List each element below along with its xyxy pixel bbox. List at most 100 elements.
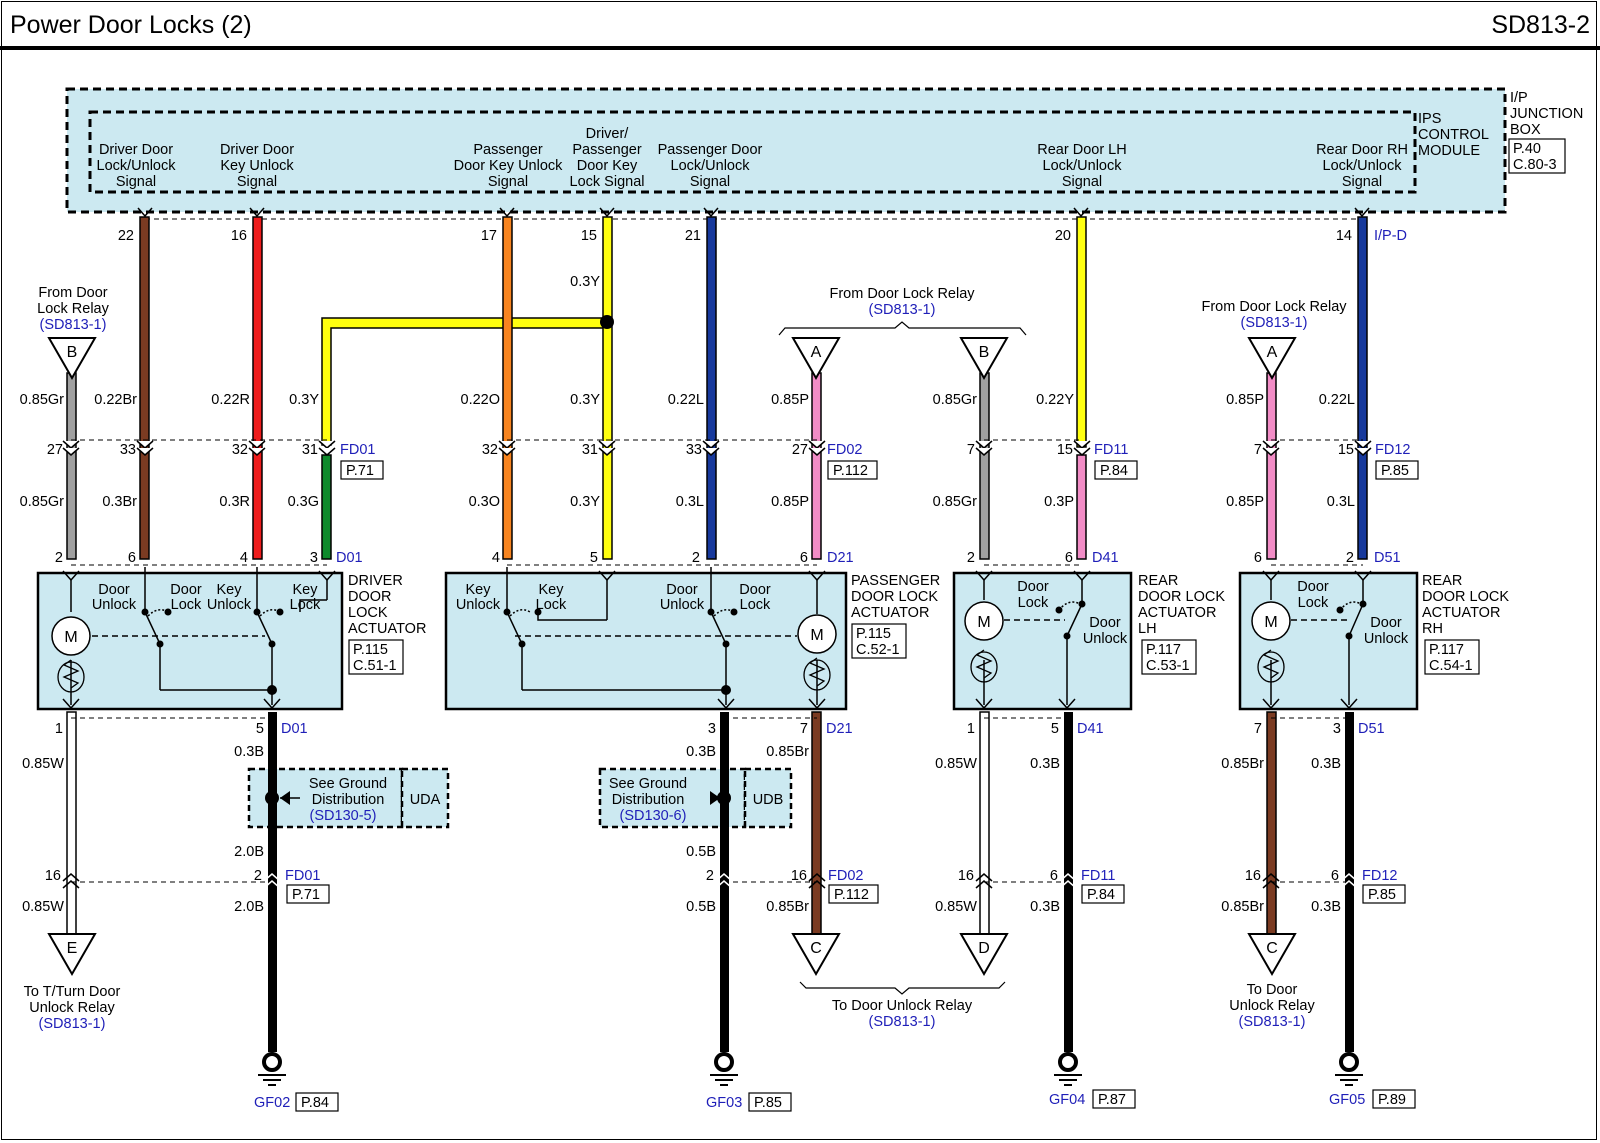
pin-number: 7	[1254, 442, 1262, 458]
svg-text:C.54-1: C.54-1	[1429, 658, 1473, 674]
wire-size: 0.3L	[676, 494, 704, 510]
page-title: Power Door Locks (2)	[10, 11, 252, 39]
motor-icon: M	[51, 616, 91, 693]
wire-yellow-branch	[321, 317, 611, 446]
ground-dist-code: UDB	[753, 792, 784, 808]
wire-blue-right	[1357, 216, 1368, 560]
wire-size: 0.3Y	[570, 392, 600, 408]
pin-number: 3	[310, 550, 318, 566]
wire-pink-rear	[1076, 454, 1087, 560]
from-relay-right-ref: (SD813-1)	[1241, 315, 1308, 331]
pin-number: 5	[590, 550, 598, 566]
pin-number: 33	[120, 442, 136, 458]
wire-size: 0.22Y	[1036, 392, 1074, 408]
svg-text:M: M	[977, 614, 990, 631]
ground-dist-code: UDA	[410, 792, 441, 808]
brace-top	[778, 321, 1027, 336]
pin-number: 1	[967, 721, 975, 737]
wire-size: 0.85W	[22, 756, 64, 772]
pin-number: 2	[55, 550, 63, 566]
wire-size: 0.5B	[686, 844, 716, 860]
wire-size: 0.3O	[469, 494, 500, 510]
wire-size: 0.3G	[288, 494, 319, 510]
wire-size: 0.3B	[1030, 756, 1060, 772]
svg-text:P.117: P.117	[1146, 642, 1181, 658]
wire-size: 0.85Br	[1221, 756, 1264, 772]
pin-number: 21	[685, 228, 701, 244]
pin-number: 27	[792, 442, 808, 458]
svg-text:P.115: P.115	[353, 642, 388, 658]
wire-size: 0.3R	[219, 494, 250, 510]
pin-number: 6	[128, 550, 136, 566]
ref-page: P.85	[1368, 887, 1396, 903]
rear-rh-actuator	[1238, 571, 1419, 711]
pin-number: 20	[1055, 228, 1071, 244]
svg-text:C.51-1: C.51-1	[353, 658, 397, 674]
ref-page: P.85	[1381, 463, 1409, 479]
pin-number: 1	[55, 721, 63, 737]
svg-text:C.53-1: C.53-1	[1146, 658, 1190, 674]
connector-name: D01	[336, 550, 363, 566]
pin-number: 4	[240, 550, 248, 566]
pin-number: 31	[582, 442, 598, 458]
pin-number: 7	[1254, 721, 1262, 737]
pin-number: 3	[708, 721, 716, 737]
passenger-ref-box: P.115 C.52-1	[851, 623, 907, 659]
pin-number: 15	[1057, 442, 1073, 458]
connector-chevrons-top	[137, 207, 1370, 218]
wire-size: 0.22L	[668, 392, 704, 408]
brace-bottom	[799, 981, 1006, 995]
pin-number: 6	[1050, 868, 1058, 884]
wire-red	[252, 216, 263, 560]
ground-ref: P.85	[754, 1095, 782, 1111]
wire-size: 0.85P	[1226, 392, 1264, 408]
connector-name: FD01	[285, 868, 320, 884]
pin-number: 6	[1254, 550, 1262, 566]
to-relay-left-ref: (SD813-1)	[39, 1016, 106, 1032]
wire-orange	[502, 216, 513, 560]
pin-number: 16	[1245, 868, 1261, 884]
junction-ref: P.40	[1513, 141, 1541, 157]
ref-page: P.71	[292, 887, 320, 903]
wire-size: 0.3Y	[289, 392, 319, 408]
wire-white	[66, 711, 77, 935]
pin-number: 15	[581, 228, 597, 244]
pin-number: 27	[47, 442, 63, 458]
connector-name: D21	[827, 550, 854, 566]
pin-number: 22	[118, 228, 134, 244]
from-relay-right: From Door Lock Relay	[1201, 299, 1347, 315]
wire-size: 0.3B	[686, 744, 716, 760]
to-relay-center-ref: (SD813-1)	[869, 1014, 936, 1030]
driver-ref-box: P.115 C.51-1	[348, 639, 404, 675]
offpage-label: A	[1267, 344, 1278, 361]
pin-number: 5	[256, 721, 264, 737]
ips-junction-box	[65, 87, 1507, 214]
to-relay-center: To Door Unlock Relay	[832, 998, 973, 1014]
wire-brown-lower	[811, 711, 822, 935]
from-relay-center-ref: (SD813-1)	[869, 302, 936, 318]
ground-name: GF05	[1329, 1092, 1365, 1108]
wire-brown-lower	[1266, 711, 1277, 935]
motor-icon: M	[964, 601, 1004, 683]
connector-chevrons-mid	[62, 440, 1372, 456]
ground-name: GF03	[706, 1095, 742, 1111]
connector-name: D01	[281, 721, 308, 737]
from-relay-left-ref: (SD813-1)	[40, 317, 107, 333]
